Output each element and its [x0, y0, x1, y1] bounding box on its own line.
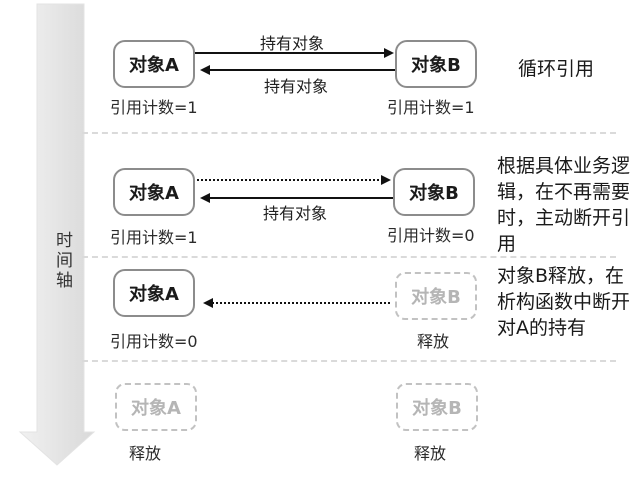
row4-release-a-label: 释放 [128, 444, 161, 463]
row4-object-b-box: 对象B [396, 383, 478, 431]
row4-release-b-label: 释放 [413, 444, 446, 463]
separator-3 [82, 360, 616, 362]
timeline-arrow-icon [18, 3, 96, 466]
row2-object-b-label: 对象B [409, 183, 459, 204]
row1-object-a-box: 对象A [113, 40, 195, 88]
row3-object-b-box: 对象B [395, 272, 477, 320]
row1-refcount-a: 引用计数=1 [110, 98, 198, 117]
row3-release-b-label: 释放 [416, 332, 449, 351]
row2-object-a-box: 对象A [113, 168, 195, 216]
row1-hold-label-top: 持有对象 [259, 34, 324, 53]
separator-2 [82, 256, 616, 258]
row4-object-b-label: 对象B [412, 398, 462, 419]
row1-refcount-b: 引用计数=1 [387, 98, 475, 117]
row3-object-a-box: 对象A [113, 269, 195, 317]
row2-note: 根据具体业务逻辑，在不再需要时，主动断开引用 [497, 155, 631, 255]
row1-arrowhead-left-icon [200, 65, 210, 75]
row1-arrowhead-right-icon [384, 48, 394, 58]
row3-object-b-label: 对象B [411, 287, 461, 308]
row1-note: 循环引用 [518, 58, 595, 80]
row1-hold-label-bottom: 持有对象 [263, 77, 328, 96]
row1-arrow-a-to-b [195, 52, 385, 54]
row2-arrowhead-right-icon [381, 175, 391, 185]
row3-object-a-label: 对象A [129, 284, 179, 305]
row4-object-a-label: 对象A [131, 398, 181, 419]
row2-object-a-label: 对象A [129, 183, 179, 204]
row1-object-b-box: 对象B [395, 40, 477, 88]
row2-arrowhead-left-icon [200, 193, 210, 203]
row3-arrowhead-left-icon [203, 298, 213, 308]
row2-broken-arrow-a-to-b [197, 179, 383, 181]
row1-object-b-label: 对象B [411, 55, 461, 76]
row1-arrow-b-to-a [203, 69, 395, 71]
row4-object-a-box: 对象A [115, 383, 197, 431]
row3-broken-arrow-b-to-a [208, 302, 390, 304]
timeline-label: 时间轴 [52, 231, 72, 291]
row2-arrow-b-to-a [203, 197, 393, 199]
row3-refcount-a: 引用计数=0 [110, 332, 198, 351]
row1-object-a-label: 对象A [129, 55, 179, 76]
row3-note: 对象B释放，在析构函数中断开对A的持有 [497, 265, 631, 339]
row2-hold-label: 持有对象 [262, 204, 327, 223]
separator-1 [82, 132, 616, 134]
row2-refcount-a: 引用计数=1 [110, 228, 198, 247]
row2-object-b-box: 对象B [393, 168, 475, 216]
row2-refcount-b: 引用计数=0 [387, 226, 475, 245]
